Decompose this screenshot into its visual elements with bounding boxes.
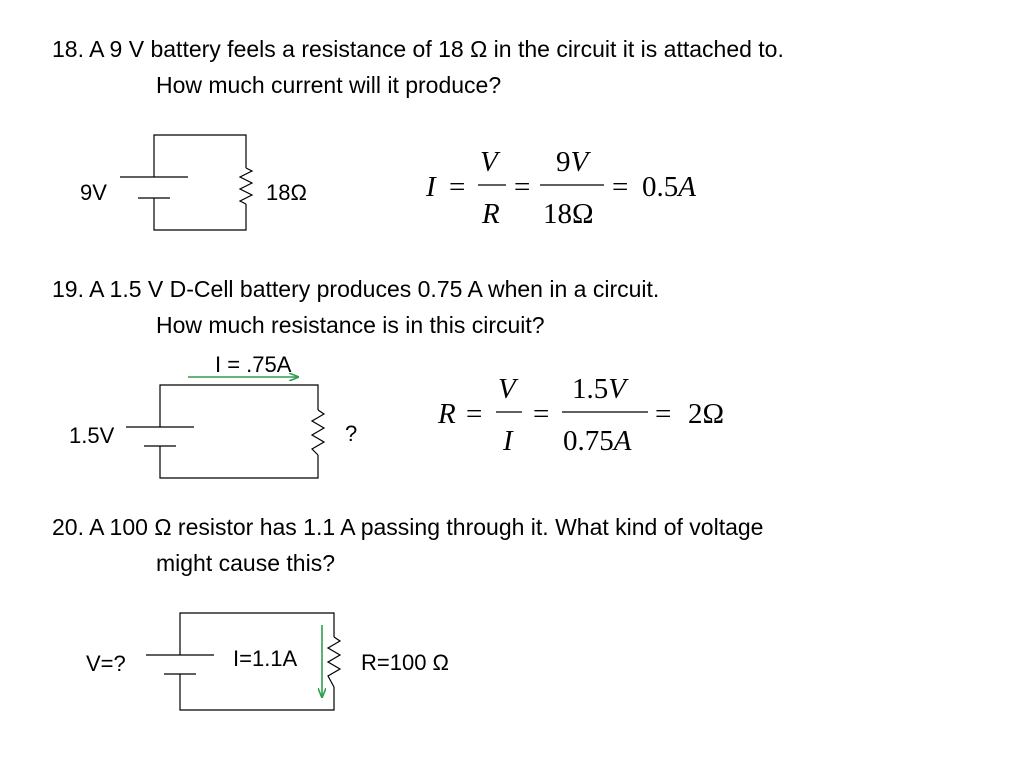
circuit-20-current-label: I=1.1A <box>233 646 298 671</box>
equation-ohms-law-current: I = V R = 9V 18Ω = 0.5A <box>425 146 696 230</box>
eq2-equals-3: = <box>655 398 671 430</box>
eq1-equals-1: = <box>449 171 465 203</box>
circuit-18-battery-label: 9V <box>80 180 107 205</box>
question-18-line-2: How much current will it produce? <box>156 72 502 98</box>
circuit-19-resistor <box>310 409 326 456</box>
circuit-19-current-label: I = .75A <box>215 352 292 377</box>
eq1-frac2-numerator: 9V <box>556 146 592 178</box>
circuit-20-resistor-label: R=100 Ω <box>361 650 449 675</box>
question-20-line-2: might cause this? <box>156 550 335 576</box>
circuit-20-resistor <box>326 636 342 688</box>
eq1-frac1-numerator: V <box>480 146 501 178</box>
circuit-18-wire <box>153 134 247 231</box>
circuit-18 <box>120 134 254 231</box>
circuit-20 <box>146 612 342 711</box>
question-19: 19. A 1.5 V D-Cell battery produces 0.75… <box>52 271 659 343</box>
eq2-frac2-numerator: 1.5V <box>572 373 629 405</box>
question-20: 20. A 100 Ω resistor has 1.1 A passing t… <box>52 509 763 581</box>
eq2-result: 2Ω <box>688 398 724 430</box>
circuit-18-resistor <box>238 167 254 205</box>
circuit-18-resistor-label: 18Ω <box>266 180 307 205</box>
eq1-frac2-denominator: 18Ω <box>543 198 594 230</box>
question-18-line-1: 18. A 9 V battery feels a resistance of … <box>52 36 784 62</box>
circuit-19 <box>126 384 326 479</box>
eq1-equals-3: = <box>612 171 628 203</box>
eq2-frac1-denominator: I <box>502 425 514 457</box>
eq2-lhs: R <box>437 398 456 430</box>
eq1-result: 0.5A <box>642 171 696 203</box>
equation-ohms-law-resistance: R = V I = 1.5V 0.75A = 2Ω <box>437 373 724 457</box>
question-18: 18. A 9 V battery feels a resistance of … <box>52 31 784 103</box>
eq2-frac2-denominator: 0.75A <box>563 425 632 457</box>
question-20-line-1: 20. A 100 Ω resistor has 1.1 A passing t… <box>52 514 764 540</box>
eq1-frac1-denominator: R <box>481 198 500 230</box>
circuit-20-battery-label: V=? <box>86 651 126 676</box>
eq2-equals-2: = <box>533 398 549 430</box>
eq1-equals-2: = <box>514 171 530 203</box>
circuit-20-wire <box>179 612 335 711</box>
question-19-line-1: 19. A 1.5 V D-Cell battery produces 0.75… <box>52 276 660 302</box>
circuit-19-resistor-label: ? <box>345 421 358 446</box>
eq2-equals-1: = <box>466 398 482 430</box>
question-19-line-2: How much resistance is in this circuit? <box>156 312 545 338</box>
eq2-frac1-numerator: V <box>498 373 519 405</box>
circuit-19-battery-label: 1.5V <box>69 423 115 448</box>
circuit-19-wire <box>159 384 319 479</box>
eq1-lhs: I <box>425 171 437 203</box>
